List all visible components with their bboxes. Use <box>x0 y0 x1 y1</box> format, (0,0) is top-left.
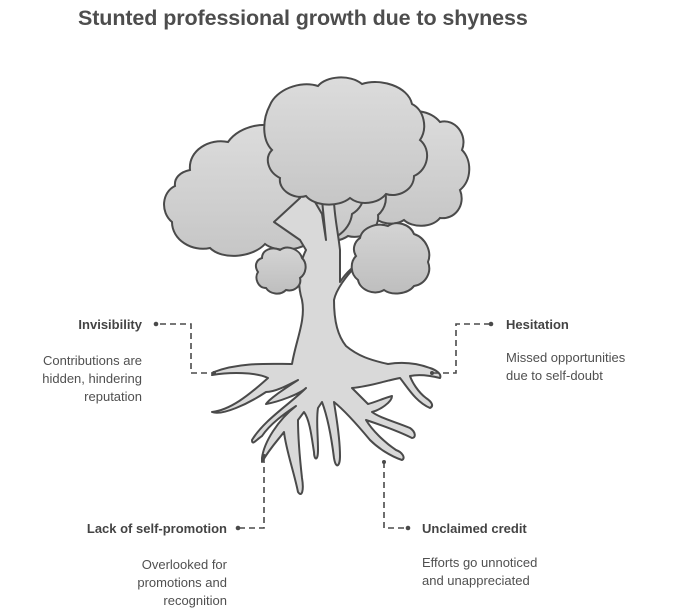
tree-trunk-and-roots <box>211 189 442 496</box>
callout-label-unclaimed-credit: Unclaimed credit <box>422 521 527 536</box>
callout-description-hesitation: Missed opportunities due to self-doubt <box>506 349 625 385</box>
root-tip-dot-invisibility <box>212 371 216 375</box>
diagram-title: Stunted professional growth due to shyne… <box>78 6 528 30</box>
callout-description-unclaimed-credit: Efforts go unnoticed and unappreciated <box>422 554 537 590</box>
description-line: Efforts go unnoticed <box>422 555 538 570</box>
description-line: and unappreciated <box>422 573 530 588</box>
description-line: Missed opportunities <box>506 350 626 365</box>
connector-dot-invisibility <box>153 321 159 327</box>
description-line: Contributions are <box>43 353 142 368</box>
connector-dot-lack-of-self-promotion <box>235 525 241 531</box>
connector-lack-of-self-promotion <box>240 457 265 529</box>
root-tip-dot-unclaimed-credit <box>382 460 386 464</box>
canopy-small-left <box>254 246 307 295</box>
connector-hesitation <box>432 323 490 374</box>
canopy-medium-right <box>350 222 431 295</box>
description-line: hidden, hindering <box>42 371 142 386</box>
connector-invisibility <box>160 323 214 374</box>
root-tip-dot-lack-of-self-promotion <box>262 454 266 458</box>
connector-dot-hesitation <box>488 321 494 327</box>
canopy-top <box>263 76 429 206</box>
description-line: reputation <box>84 389 142 404</box>
description-line: promotions and <box>137 575 227 590</box>
callout-description-invisibility: Contributions are hidden, hindering repu… <box>42 352 142 406</box>
connector-dot-unclaimed-credit <box>405 525 411 531</box>
callout-description-lack-of-self-promotion: Overlooked for promotions and recognitio… <box>137 556 227 610</box>
callout-label-hesitation: Hesitation <box>506 317 569 332</box>
connector-unclaimed-credit <box>383 462 406 529</box>
callout-label-lack-of-self-promotion: Lack of self-promotion <box>86 521 227 536</box>
root-tip-dot-hesitation <box>430 371 434 375</box>
description-line: recognition <box>163 593 227 608</box>
callout-label-invisibility: Invisibility <box>78 317 142 332</box>
description-line: due to self-doubt <box>506 368 603 383</box>
description-line: Overlooked for <box>141 557 227 572</box>
